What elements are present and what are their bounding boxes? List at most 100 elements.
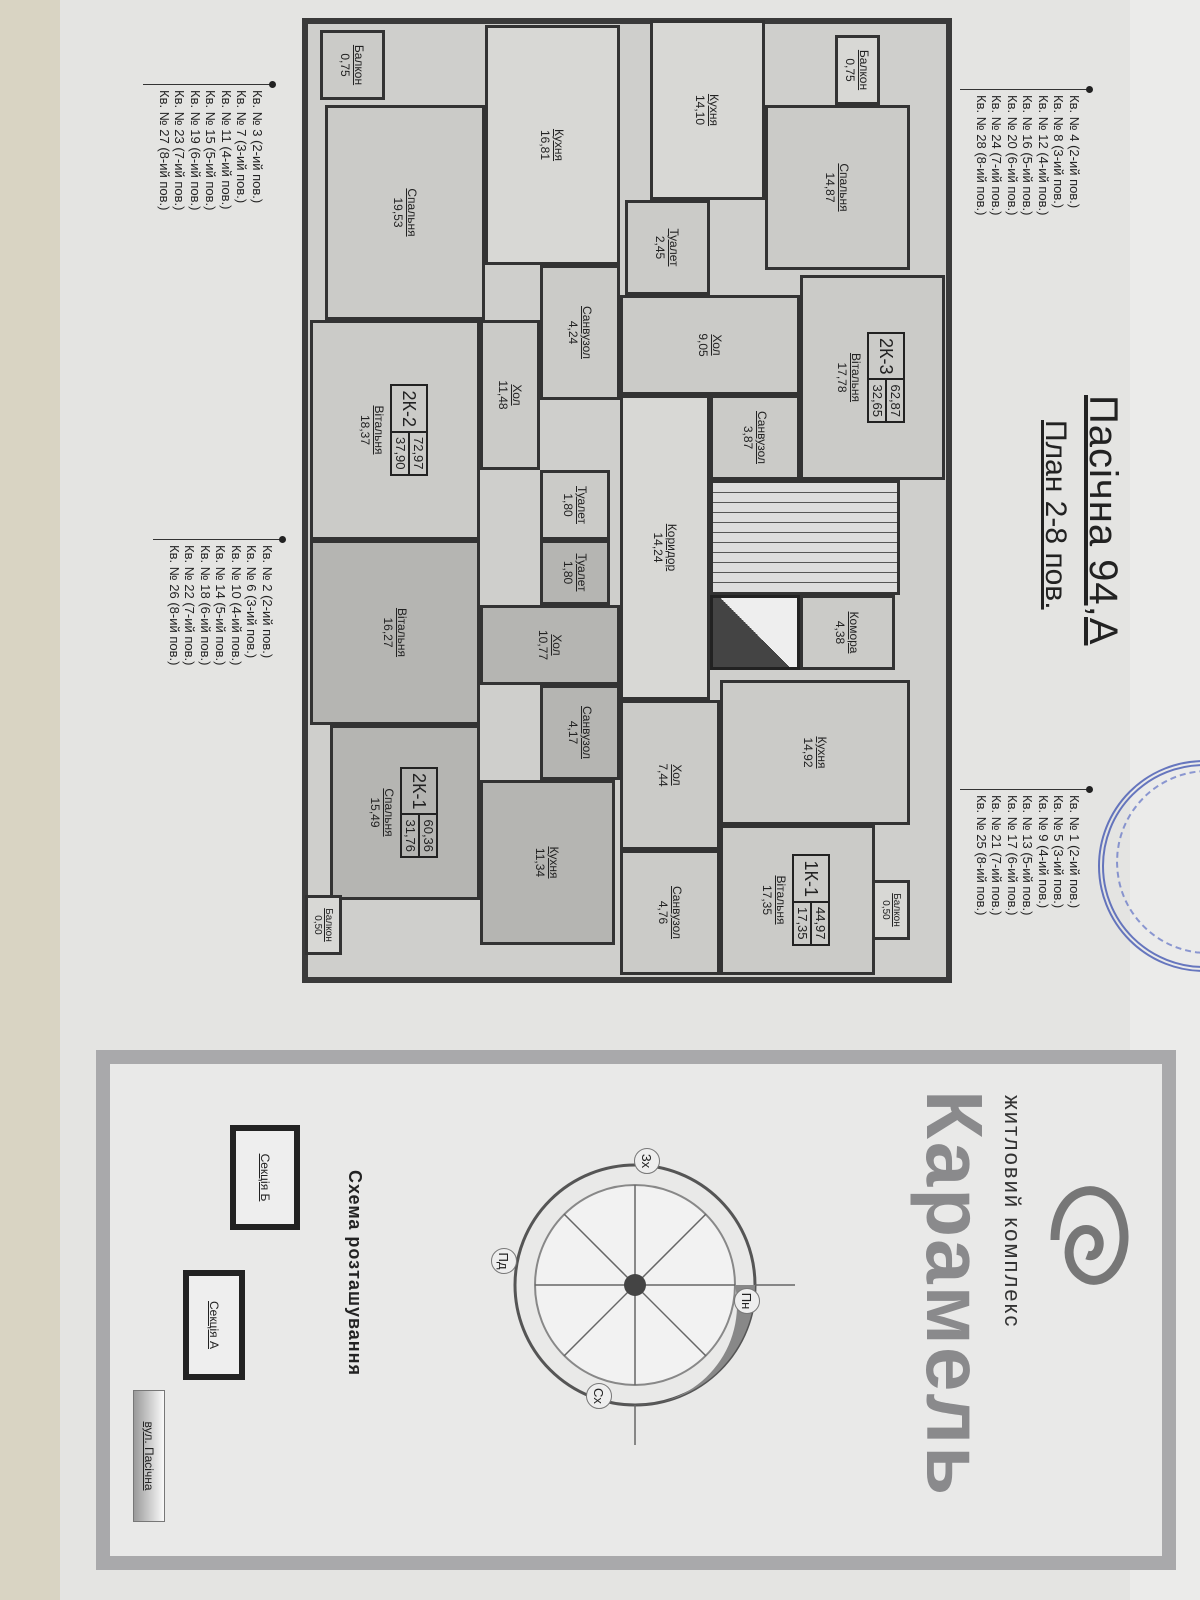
list-item: Кв. № 28 (8-ий пов.) (974, 95, 989, 216)
list-item: Кв. № 7 (3-ий пов.) (234, 90, 250, 204)
list-item: Кв. № 25 (8-ий пов.) (974, 795, 989, 916)
room-area: 2,45 (653, 235, 668, 260)
apartment-code: 2К-1 (402, 768, 436, 816)
list-item: Кв. № 27 (8-ий пов.) (157, 90, 172, 211)
room-name: Санвузол (580, 706, 594, 759)
list-item: Кв. № 14 (5-ий пов.) (213, 545, 229, 666)
room-area: 4,38 (833, 620, 848, 645)
room-name: Балкон (857, 49, 872, 91)
room-area: 11,48 (496, 380, 510, 410)
list-item: Кв. № 11 (4-ий пов.) (219, 90, 234, 210)
room-name: Вітальня (774, 875, 789, 925)
room-name: Кухня (547, 846, 562, 879)
list-item: Кв. № 2 (2-ий пов.) (260, 545, 275, 659)
list-item: Кв. № 24 (7-ий пов.) (989, 95, 1005, 216)
room-area: 14,92 (801, 737, 815, 768)
section-a-outline: Секція А (183, 1270, 245, 1380)
room-area: 17,35 (760, 884, 775, 916)
apartment-living-area: 32,65 (870, 384, 886, 418)
room-area: 16,81 (538, 129, 553, 161)
room-area: 0,50 (312, 915, 324, 935)
room-area: 1,80 (561, 493, 575, 517)
apartment-total-area: 60,36 (418, 815, 436, 857)
room-name: Вітальня (395, 607, 409, 658)
list-item: Кв. № 16 (5-ий пов.) (1020, 95, 1036, 216)
apartment-code: 2К-3 (869, 333, 904, 381)
room-name: Санвузол (580, 306, 594, 359)
list-item: Кв. № 10 (4-ий пов.) (229, 545, 244, 666)
list-item: Кв. № 9 (4-ий пов.) (1036, 795, 1051, 909)
room-name: Кухня (815, 736, 829, 769)
list-item: Кв. № 23 (7-ий пов.) (172, 90, 188, 211)
room-name: Балкон (891, 893, 902, 927)
compass-north: Пн (734, 1288, 760, 1314)
room-name: Спальня (382, 788, 396, 837)
list-item: Кв. № 3 (2-ий пов.) (250, 90, 265, 204)
list-item: Кв. № 8 (3-ий пов.) (1051, 95, 1067, 209)
apartment-total-area: 62,87 (885, 380, 904, 422)
section-b-outline: Секція Б (230, 1125, 300, 1230)
room-area: 15,49 (368, 797, 382, 828)
list-item: Кв. № 12 (4-ий пов.) (1036, 95, 1051, 216)
room-name: Туалет (575, 553, 589, 592)
room-name: Санвузол (670, 886, 684, 939)
room-area: 4,76 (656, 900, 670, 925)
list-item: Кв. № 1 (2-ий пов.) (1067, 795, 1082, 909)
room-name: Туалет (575, 486, 589, 524)
list-item: Кв. № 20 (6-ий пов.) (1005, 95, 1020, 216)
apartment-list-2k2: Кв. № 3 (2-ий пов.) Кв. № 7 (3-ий пов.) … (143, 84, 273, 211)
page-title: Пасічна 94,А (1081, 395, 1125, 646)
compass-south: Пд (491, 1248, 517, 1274)
apartment-code: 1К-1 (794, 856, 829, 903)
room-area: 18,37 (358, 414, 372, 446)
room-name: Комора (847, 611, 862, 654)
list-item: Кв. № 17 (6-ий пов.) (1005, 795, 1020, 916)
room-area: 14,10 (693, 94, 708, 126)
table-surface (0, 0, 60, 1600)
room-name: Спальня (837, 163, 852, 212)
room-area: 0,50 (880, 900, 891, 920)
apartment-living-area: 37,90 (393, 436, 408, 470)
leader-line (960, 789, 1090, 790)
room-name: Санвузол (755, 411, 769, 464)
list-item: Кв. № 13 (5-ий пов.) (1020, 795, 1036, 916)
apartment-total-area: 44,97 (810, 902, 829, 944)
room-area: 14,87 (823, 172, 838, 203)
room-name: Хол (550, 634, 564, 656)
compass-west: Зх (634, 1148, 660, 1174)
room-name: Хол (710, 334, 724, 356)
list-item: Кв. № 19 (6-ий пов.) (188, 90, 203, 211)
apartment-total-area: 72,97 (408, 432, 426, 474)
room-name: Вітальня (372, 405, 386, 455)
room-name: Спальня (405, 188, 419, 237)
list-item: Кв. № 6 (3-ий пов.) (244, 545, 260, 659)
room-area: 0,75 (338, 53, 353, 77)
room-area: 0,75 (843, 58, 858, 82)
room-area: 9,05 (696, 333, 710, 357)
page-subtitle: План 2-8 пов. (1039, 420, 1072, 610)
list-item: Кв. № 21 (7-ий пов.) (989, 795, 1005, 916)
room-area: 16,27 (381, 617, 395, 648)
room-area: 4,17 (566, 720, 580, 745)
leader-line (960, 89, 1090, 90)
